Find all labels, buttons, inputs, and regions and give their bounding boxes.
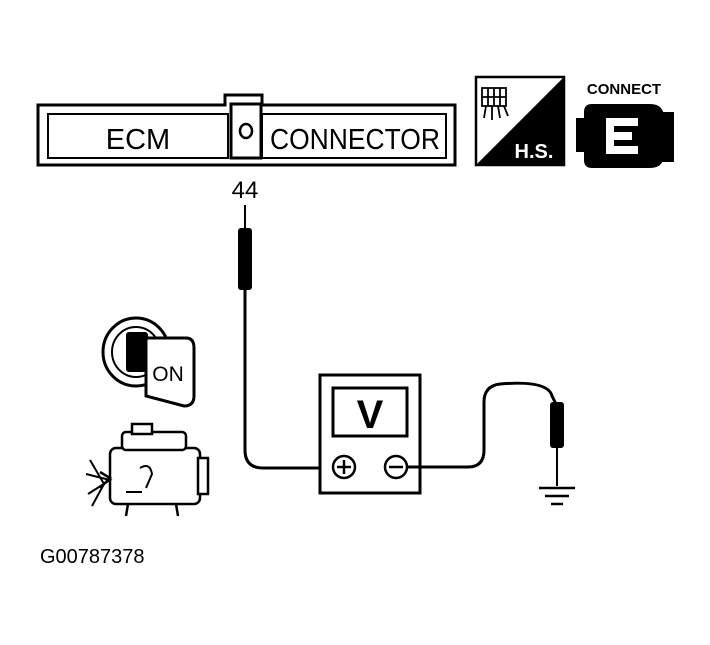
ecm-label: ECM	[106, 124, 170, 156]
negative-test-lead	[407, 381, 564, 486]
hs-label: H.S.	[515, 141, 554, 163]
ground-symbol-icon	[539, 486, 575, 506]
ignition-key-icon: ON	[101, 316, 196, 408]
engine-icon	[85, 422, 210, 517]
connector-label: CONNECTOR	[270, 124, 440, 156]
positive-test-lead	[238, 205, 342, 470]
connector-plug-icon	[576, 104, 674, 168]
hs-badge: H.S.	[474, 75, 566, 167]
figure-id: G00787378	[40, 546, 145, 568]
connect-badge: CONNECT	[576, 81, 674, 168]
ignition-on-label: ON	[152, 363, 184, 386]
voltmeter: V	[318, 373, 422, 495]
harness-side-connector-icon	[481, 87, 509, 120]
connect-label: CONNECT	[587, 81, 661, 98]
pin-number: 44	[232, 177, 259, 204]
connector-pin-terminal	[238, 122, 254, 140]
ecm-connector: ECM CONNECTOR	[36, 93, 457, 167]
voltmeter-symbol: V	[357, 393, 384, 437]
